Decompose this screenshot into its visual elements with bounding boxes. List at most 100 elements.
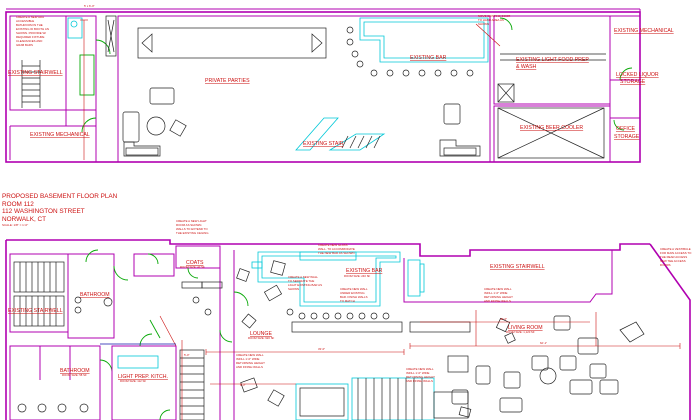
lower-stair-left-treads xyxy=(13,261,65,327)
note-move-door: MOVE EXISTING DOOR TO HAND AREA AS SHOWN xyxy=(478,14,510,26)
svg-text:INFILL 1'-0" WIDE: INFILL 1'-0" WIDE xyxy=(236,357,260,361)
svg-text:RETURNING HEIGHT: RETURNING HEIGHT xyxy=(406,375,435,379)
label-living-room-size: ROOM SIZE: 1,120 SF xyxy=(506,330,535,334)
label-existing-stairwell-upper: EXISTING STAIRWELL xyxy=(8,70,63,76)
svg-text:CLEARANCES AND: CLEARANCES AND xyxy=(16,39,42,43)
label-existing-mechanical-right: EXISTING MECHANICAL xyxy=(614,28,674,34)
label-existing-mechanical-left: EXISTING MECHANICAL xyxy=(30,132,90,138)
label-light-food-prep: EXISTING LIGHT FOOD PREP xyxy=(516,57,589,63)
svg-text:ACCESSIBLE: ACCESSIBLE xyxy=(16,19,34,23)
lower-outer-wall-right xyxy=(649,243,691,420)
label-existing-bar-size: ROOM SIZE: 240 SF xyxy=(344,274,371,278)
lower-stair-right xyxy=(295,377,469,420)
svg-text:CREATE NEW WALL: CREATE NEW WALL xyxy=(236,353,264,357)
note-lounge-wall: CREATE NEW WALL INFILL 1'-0" WIDE RETURN… xyxy=(236,353,265,369)
plan-city: NORWALK, CT xyxy=(2,215,47,223)
label-private-parties: PRIVATE PARTIES xyxy=(205,78,250,84)
svg-text:RETURNING HEIGHT: RETURNING HEIGHT xyxy=(236,361,265,365)
note-vestibule: CREATE A VESTIBULE FOR MAIN ACCESS TO TH… xyxy=(660,247,692,267)
svg-text:TO HAND AREA AS: TO HAND AREA AS xyxy=(478,18,504,22)
svg-text:AND FINISH WALLS: AND FINISH WALLS xyxy=(406,379,433,383)
lower-stair-center xyxy=(179,349,205,420)
existing-stair-upper xyxy=(295,117,386,151)
dim-d: 5'-0" xyxy=(184,353,190,357)
lower-stairwell-left-walls xyxy=(9,253,69,333)
note-stair-wall: CREATE NEW WALL INFILL 1'-0" WIDE RETURN… xyxy=(406,367,435,383)
svg-text:CREATE NEW WALL: CREATE NEW WALL xyxy=(406,367,434,371)
bar-stools-upper xyxy=(346,26,474,77)
svg-text:NEW TEE ACCESS: NEW TEE ACCESS xyxy=(660,259,686,263)
label-bathroom-lower-size: ROOM SIZE: 58 SF xyxy=(62,373,87,377)
label-storage: STORAGE xyxy=(614,134,640,140)
upper-plan xyxy=(5,8,641,163)
svg-text:RETURNING HEIGHT: RETURNING HEIGHT xyxy=(484,295,513,299)
svg-text:BATHROOM IN THE: BATHROOM IN THE xyxy=(16,23,43,27)
note-coat-room: CREATE A NEW LIGHT ROOM AS SHOWN. WALLS … xyxy=(176,219,209,235)
label-liquor-storage: STORAGE xyxy=(620,79,646,85)
svg-text:SHOWN: SHOWN xyxy=(288,287,299,291)
label-lounge: LOUNGE xyxy=(250,331,272,337)
note-living-wall: CREATE NEW WALL INFILL 1'-0" WIDE RETURN… xyxy=(484,287,513,303)
svg-text:MOVE EXISTING DOOR: MOVE EXISTING DOOR xyxy=(478,14,510,18)
label-coats-size: ROOM SIZE: 42 SF xyxy=(180,265,205,269)
svg-text:INFILL 1'-0" WIDE: INFILL 1'-0" WIDE xyxy=(484,291,508,295)
svg-text:THE EXISTING CEILING: THE EXISTING CEILING xyxy=(176,231,209,235)
label-existing-stair-upper: EXISTING STAIR xyxy=(303,141,344,147)
label-food-prep-wash: & WASH xyxy=(516,64,537,70)
bathroom-upper-walls xyxy=(67,253,115,339)
svg-text:ROOM AS SHOWN.: ROOM AS SHOWN. xyxy=(176,223,202,227)
lower-stairwell-right-walls xyxy=(403,250,613,303)
label-bathroom-lower: BATHROOM xyxy=(60,368,90,374)
label-lounge-size: ROOM SIZE: 920 SF xyxy=(248,336,275,340)
plan-title: PROPOSED BASEMENT FLOOR PLAN xyxy=(2,193,118,200)
svg-text:CREATE NEW GLASS: CREATE NEW GLASS xyxy=(318,243,348,247)
label-light-prep: LIGHT PREP. KITCH. xyxy=(118,374,168,380)
svg-text:LIGHT EXISTING BAR AS: LIGHT EXISTING BAR AS xyxy=(288,283,322,287)
label-existing-stairwell-right: EXISTING STAIRWELL xyxy=(490,264,545,270)
light-prep-walls xyxy=(111,345,177,420)
svg-text:TO SEPARATE THE: TO SEPARATE THE xyxy=(288,279,314,283)
label-office: OFFICE xyxy=(616,126,636,132)
svg-text:THE REAR ACCESS: THE REAR ACCESS xyxy=(660,255,687,259)
upper-outer-wall xyxy=(5,11,641,163)
lower-bar-stools xyxy=(286,308,390,320)
label-bathroom-upper: BATHROOM xyxy=(80,292,110,298)
label-light-prep-size: ROOM SIZE: 112 SF xyxy=(120,379,146,383)
private-parties-room-walls xyxy=(117,15,491,163)
svg-text:AND FINISH WALLS: AND FINISH WALLS xyxy=(236,365,263,369)
bathroom-lower-walls xyxy=(9,345,101,420)
svg-text:CREATE A VESTIBULE: CREATE A VESTIBULE xyxy=(660,247,691,251)
svg-text:EXISTING ID BOOTH AN: EXISTING ID BOOTH AN xyxy=(16,27,49,31)
svg-text:THE NEW BAR AS SHOWN: THE NEW BAR AS SHOWN xyxy=(318,251,354,255)
label-locked-liquor: LOCKED LIQUOR xyxy=(616,72,659,78)
lounge-furniture-lower xyxy=(181,260,286,407)
lounge-furniture-upper xyxy=(122,87,481,157)
svg-text:BAR. FINISH WALLS: BAR. FINISH WALLS xyxy=(340,295,368,299)
svg-text:CREATE NEW WALL: CREATE NEW WALL xyxy=(340,287,368,291)
label-beer-cooler: EXISTING BEER COOLER xyxy=(520,125,583,131)
note-separate-wall: CREATE A NEW WALL TO SEPARATE THE LIGHT … xyxy=(288,275,322,291)
svg-text:DOORS: DOORS xyxy=(660,263,671,267)
living-room-furniture xyxy=(447,315,645,418)
plan-street-address: 112 WASHINGTON STREET xyxy=(2,208,85,216)
label-existing-stairwell-left: EXISTING STAIRWELL xyxy=(8,308,63,314)
svg-text:WALL. TO ACCOMMODATE: WALL. TO ACCOMMODATE xyxy=(318,247,355,251)
svg-text:CREATE NEW WALL: CREATE NEW WALL xyxy=(484,287,512,291)
svg-text:WALLS TO EXTEND TO: WALLS TO EXTEND TO xyxy=(176,227,208,231)
lower-plan xyxy=(5,239,691,420)
svg-text:CREATE A NEW LIGHT: CREATE A NEW LIGHT xyxy=(176,219,207,223)
upper-stair-treads xyxy=(21,60,41,108)
svg-text:CREATE A NEW ADA: CREATE A NEW ADA xyxy=(16,15,44,19)
svg-text:INFILL 1'-0" WIDE: INFILL 1'-0" WIDE xyxy=(406,371,430,375)
lower-dimension-lines xyxy=(159,315,681,420)
plan-title-block: PROPOSED BASEMENT FLOOR PLAN ROOM 112 11… xyxy=(2,193,117,228)
label-existing-bar-lower: EXISTING BAR xyxy=(346,268,383,274)
dim-a: 33'-0" xyxy=(318,347,325,351)
dim-e: 8'-3" xyxy=(240,383,246,387)
note-bar-glass-wall: CREATE NEW GLASS WALL. TO ACCOMMODATE TH… xyxy=(318,243,355,255)
note-ada-bathroom: CREATE A NEW ADA ACCESSIBLE BATHROOM IN … xyxy=(16,15,49,47)
plan-scale: SCALE: 1/8" = 1'-0" xyxy=(2,223,29,228)
lower-outer-wall-top xyxy=(6,239,650,257)
note-bar-under: CREATE NEW WALL UNDER EXISTING BAR. FINI… xyxy=(340,287,368,303)
